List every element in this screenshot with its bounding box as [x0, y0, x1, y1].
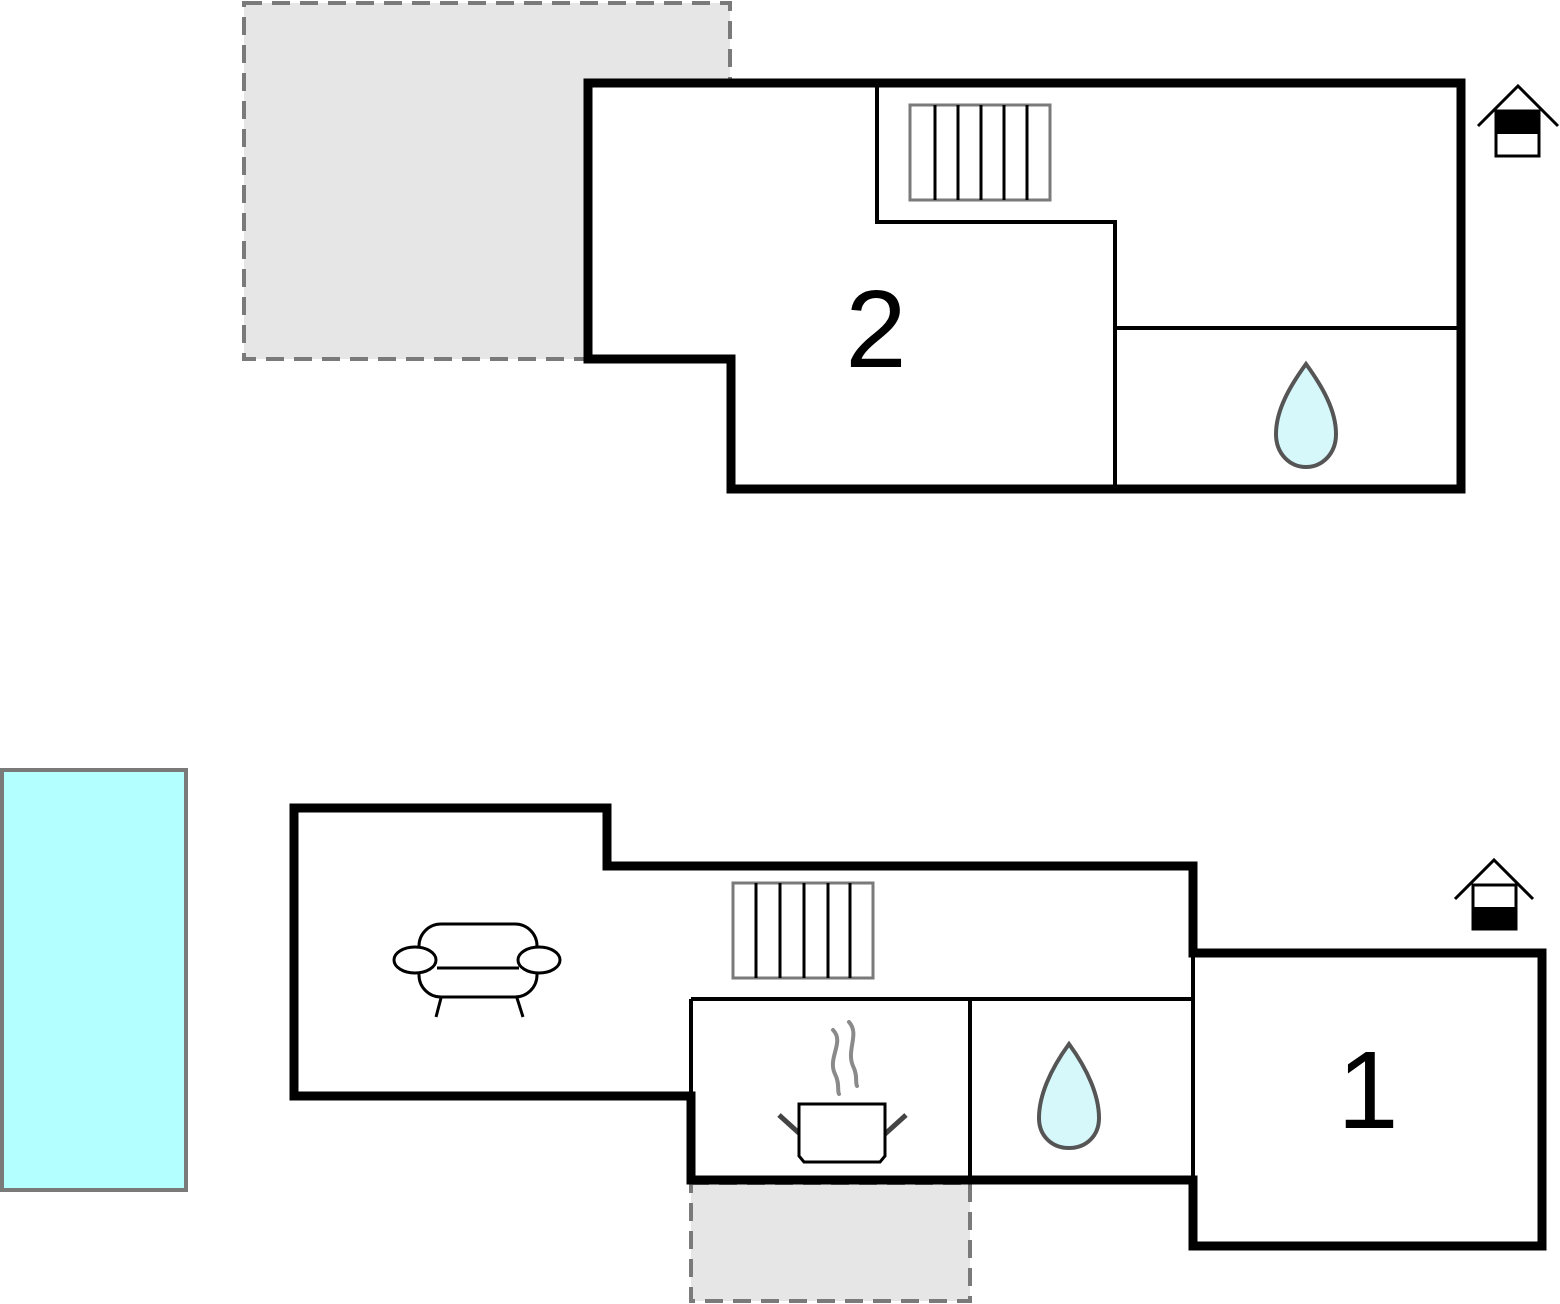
terrace-lower	[689, 1181, 972, 1303]
sofa-icon	[392, 922, 562, 1018]
cooking-pot-icon	[777, 1020, 908, 1164]
floor-2-outline	[583, 78, 1466, 494]
stairs-icon	[731, 881, 875, 980]
house-floor-icon	[1453, 857, 1535, 931]
floor-2-stair-room-wall	[875, 87, 1117, 485]
floor-number: 2	[845, 268, 906, 391]
floor-number: 1	[1337, 1029, 1398, 1152]
water-drop-icon	[1036, 1040, 1102, 1151]
pool	[0, 768, 188, 1192]
floor-1-outline	[289, 803, 1547, 1251]
floor-2: 2	[242, 1, 1560, 494]
house-floor-icon	[1476, 83, 1560, 158]
stairs-icon	[908, 103, 1052, 202]
floor-1: 1	[0, 768, 1547, 1303]
water-drop-icon	[1273, 360, 1339, 470]
